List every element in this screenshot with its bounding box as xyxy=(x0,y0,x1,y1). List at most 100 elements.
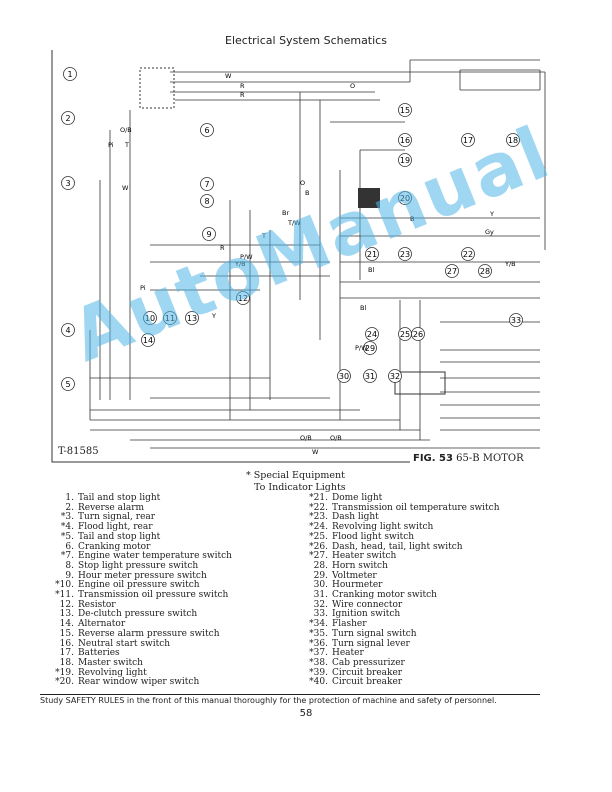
legend-number: 18. xyxy=(59,657,74,668)
legend-text: Tail and stop light xyxy=(78,531,161,542)
legend-item: *26.Dash, head, tail, light switch xyxy=(302,541,500,553)
legend-number: *19. xyxy=(55,667,74,678)
legend-text: Reverse alarm xyxy=(78,502,145,513)
legend-item: 29. Voltmeter xyxy=(302,570,500,582)
legend-item: *11.Transmission oil pressure switch xyxy=(48,590,232,601)
legend-right: *21. Dome light *22. Transmission oil tempe… xyxy=(302,493,500,688)
legend-text: Dash, head, tail, light switch xyxy=(332,541,463,552)
legend-text: Cranking motor xyxy=(78,541,151,552)
legend-text: Resistor xyxy=(78,599,116,610)
legend-text: Heater xyxy=(332,648,364,659)
legend-text: Circuit breaker xyxy=(332,677,403,688)
diagram-border xyxy=(51,50,410,463)
legend-item: *5. Tail and stop light xyxy=(48,531,232,543)
legend-item: *36.Turn signal lever xyxy=(302,638,500,650)
legend-number: *21. xyxy=(309,493,328,503)
callout-number: 18 xyxy=(508,136,518,145)
callout-circle xyxy=(398,153,412,167)
drawing-number: T-81585 xyxy=(58,446,99,457)
callout-number: 3 xyxy=(65,179,70,188)
callout-number: 24 xyxy=(367,330,377,339)
legend-item: 2. Reverse alarm xyxy=(48,502,232,514)
wire-label: Pi xyxy=(140,284,146,292)
callout-circle xyxy=(61,323,75,337)
callout-number: 31 xyxy=(365,372,375,381)
wire-label: Y/B xyxy=(504,260,516,268)
legend-text: Transmission oil temperature switch xyxy=(332,502,500,513)
legend-text: Batteries xyxy=(78,648,120,659)
callout-circle xyxy=(398,133,412,147)
wire-label: Br xyxy=(282,209,289,217)
legend-number: 1. xyxy=(65,493,74,503)
legend-item: 33.Ignition switch xyxy=(302,610,500,620)
legend-text: Neutral start switch xyxy=(78,638,171,649)
callout-circle xyxy=(363,369,377,383)
legend-text: Flasher xyxy=(332,619,367,630)
legend-number: 29. xyxy=(313,570,328,581)
callout-number: 28 xyxy=(480,267,490,276)
callout-number: 23 xyxy=(400,250,410,259)
wire-label: Y xyxy=(489,210,494,218)
legend-number: 15. xyxy=(59,628,74,639)
callout-circle xyxy=(61,111,75,125)
legend-text: Rear window wiper switch xyxy=(78,677,200,688)
wire-label: O xyxy=(350,82,355,90)
callout-number: 30 xyxy=(339,372,349,381)
legend-number: *36. xyxy=(309,638,328,649)
legend-item: *20. Rear window wiper switch xyxy=(48,678,232,688)
legend-number: 30. xyxy=(313,580,328,591)
legend-item: *27.Heater switch xyxy=(302,551,500,562)
legend-number: *22. xyxy=(309,502,328,513)
legend-number: *3. xyxy=(60,512,74,523)
legend-item: *3.Turn signal, rear xyxy=(48,513,232,523)
callout-circle xyxy=(143,311,157,325)
legend-item: *19.Revolving light xyxy=(48,667,232,679)
legend-number: 2. xyxy=(65,502,74,513)
callout-circle xyxy=(506,133,520,147)
legend-number: *27. xyxy=(309,551,328,562)
legend-text: Horn switch xyxy=(332,560,388,571)
legend-text: Alternator xyxy=(78,619,126,630)
legend-number: 28. xyxy=(313,560,328,571)
callout-circle xyxy=(411,327,425,341)
legend-number: *5. xyxy=(60,531,74,542)
wire-label: O/B xyxy=(300,434,312,442)
callout-circle xyxy=(236,291,250,305)
legend-number: *40. xyxy=(309,677,328,688)
page-number: 58 xyxy=(299,708,313,719)
legend-text: De-clutch pressure switch xyxy=(78,609,198,620)
wire-label: T xyxy=(124,141,129,149)
legend-text: Dome light xyxy=(332,493,383,503)
wire-label: O/B xyxy=(120,126,132,134)
legend-text: Reverse alarm pressure switch xyxy=(78,628,220,639)
legend-item: 30.Hourmeter xyxy=(302,580,500,591)
wire-label: O xyxy=(300,179,305,187)
callout-number: 9 xyxy=(206,230,211,239)
legend-item: 15. Reverse alarm pressure switch xyxy=(48,628,232,640)
legend-text: Stop light pressure switch xyxy=(78,560,199,571)
legend-item: *39.Circuit breaker xyxy=(302,667,500,679)
callout-number: 32 xyxy=(390,372,400,381)
legend-item: 9.Hour meter pressure switch xyxy=(48,571,232,582)
callout-number: 10 xyxy=(145,314,155,323)
legend-text: Wire connector xyxy=(332,599,403,610)
wire-label: R xyxy=(240,91,245,99)
figure-title: 65-B MOTOR xyxy=(456,453,524,464)
legend-number: *34. xyxy=(309,619,328,630)
legend-item: *25.Flood light switch xyxy=(302,532,500,543)
legend-number: 14. xyxy=(59,619,74,630)
legend-number: *20. xyxy=(55,677,74,688)
wire-label: O/B xyxy=(330,434,342,442)
callout-circle xyxy=(337,369,351,383)
callout-circle xyxy=(185,311,199,325)
callout-circle xyxy=(200,194,214,208)
wire-label: Bl xyxy=(368,266,374,274)
safety-notice: Study SAFETY RULES in the front of this … xyxy=(40,696,497,705)
wire-label: R xyxy=(240,82,245,90)
callout-circle xyxy=(365,247,379,261)
legend-number: *39. xyxy=(309,667,328,678)
legend-text: Engine water temperature switch xyxy=(78,551,232,562)
callout-circle xyxy=(398,191,412,205)
legend-item: 17.Batteries xyxy=(48,648,232,659)
legend-text: Voltmeter xyxy=(332,570,377,581)
